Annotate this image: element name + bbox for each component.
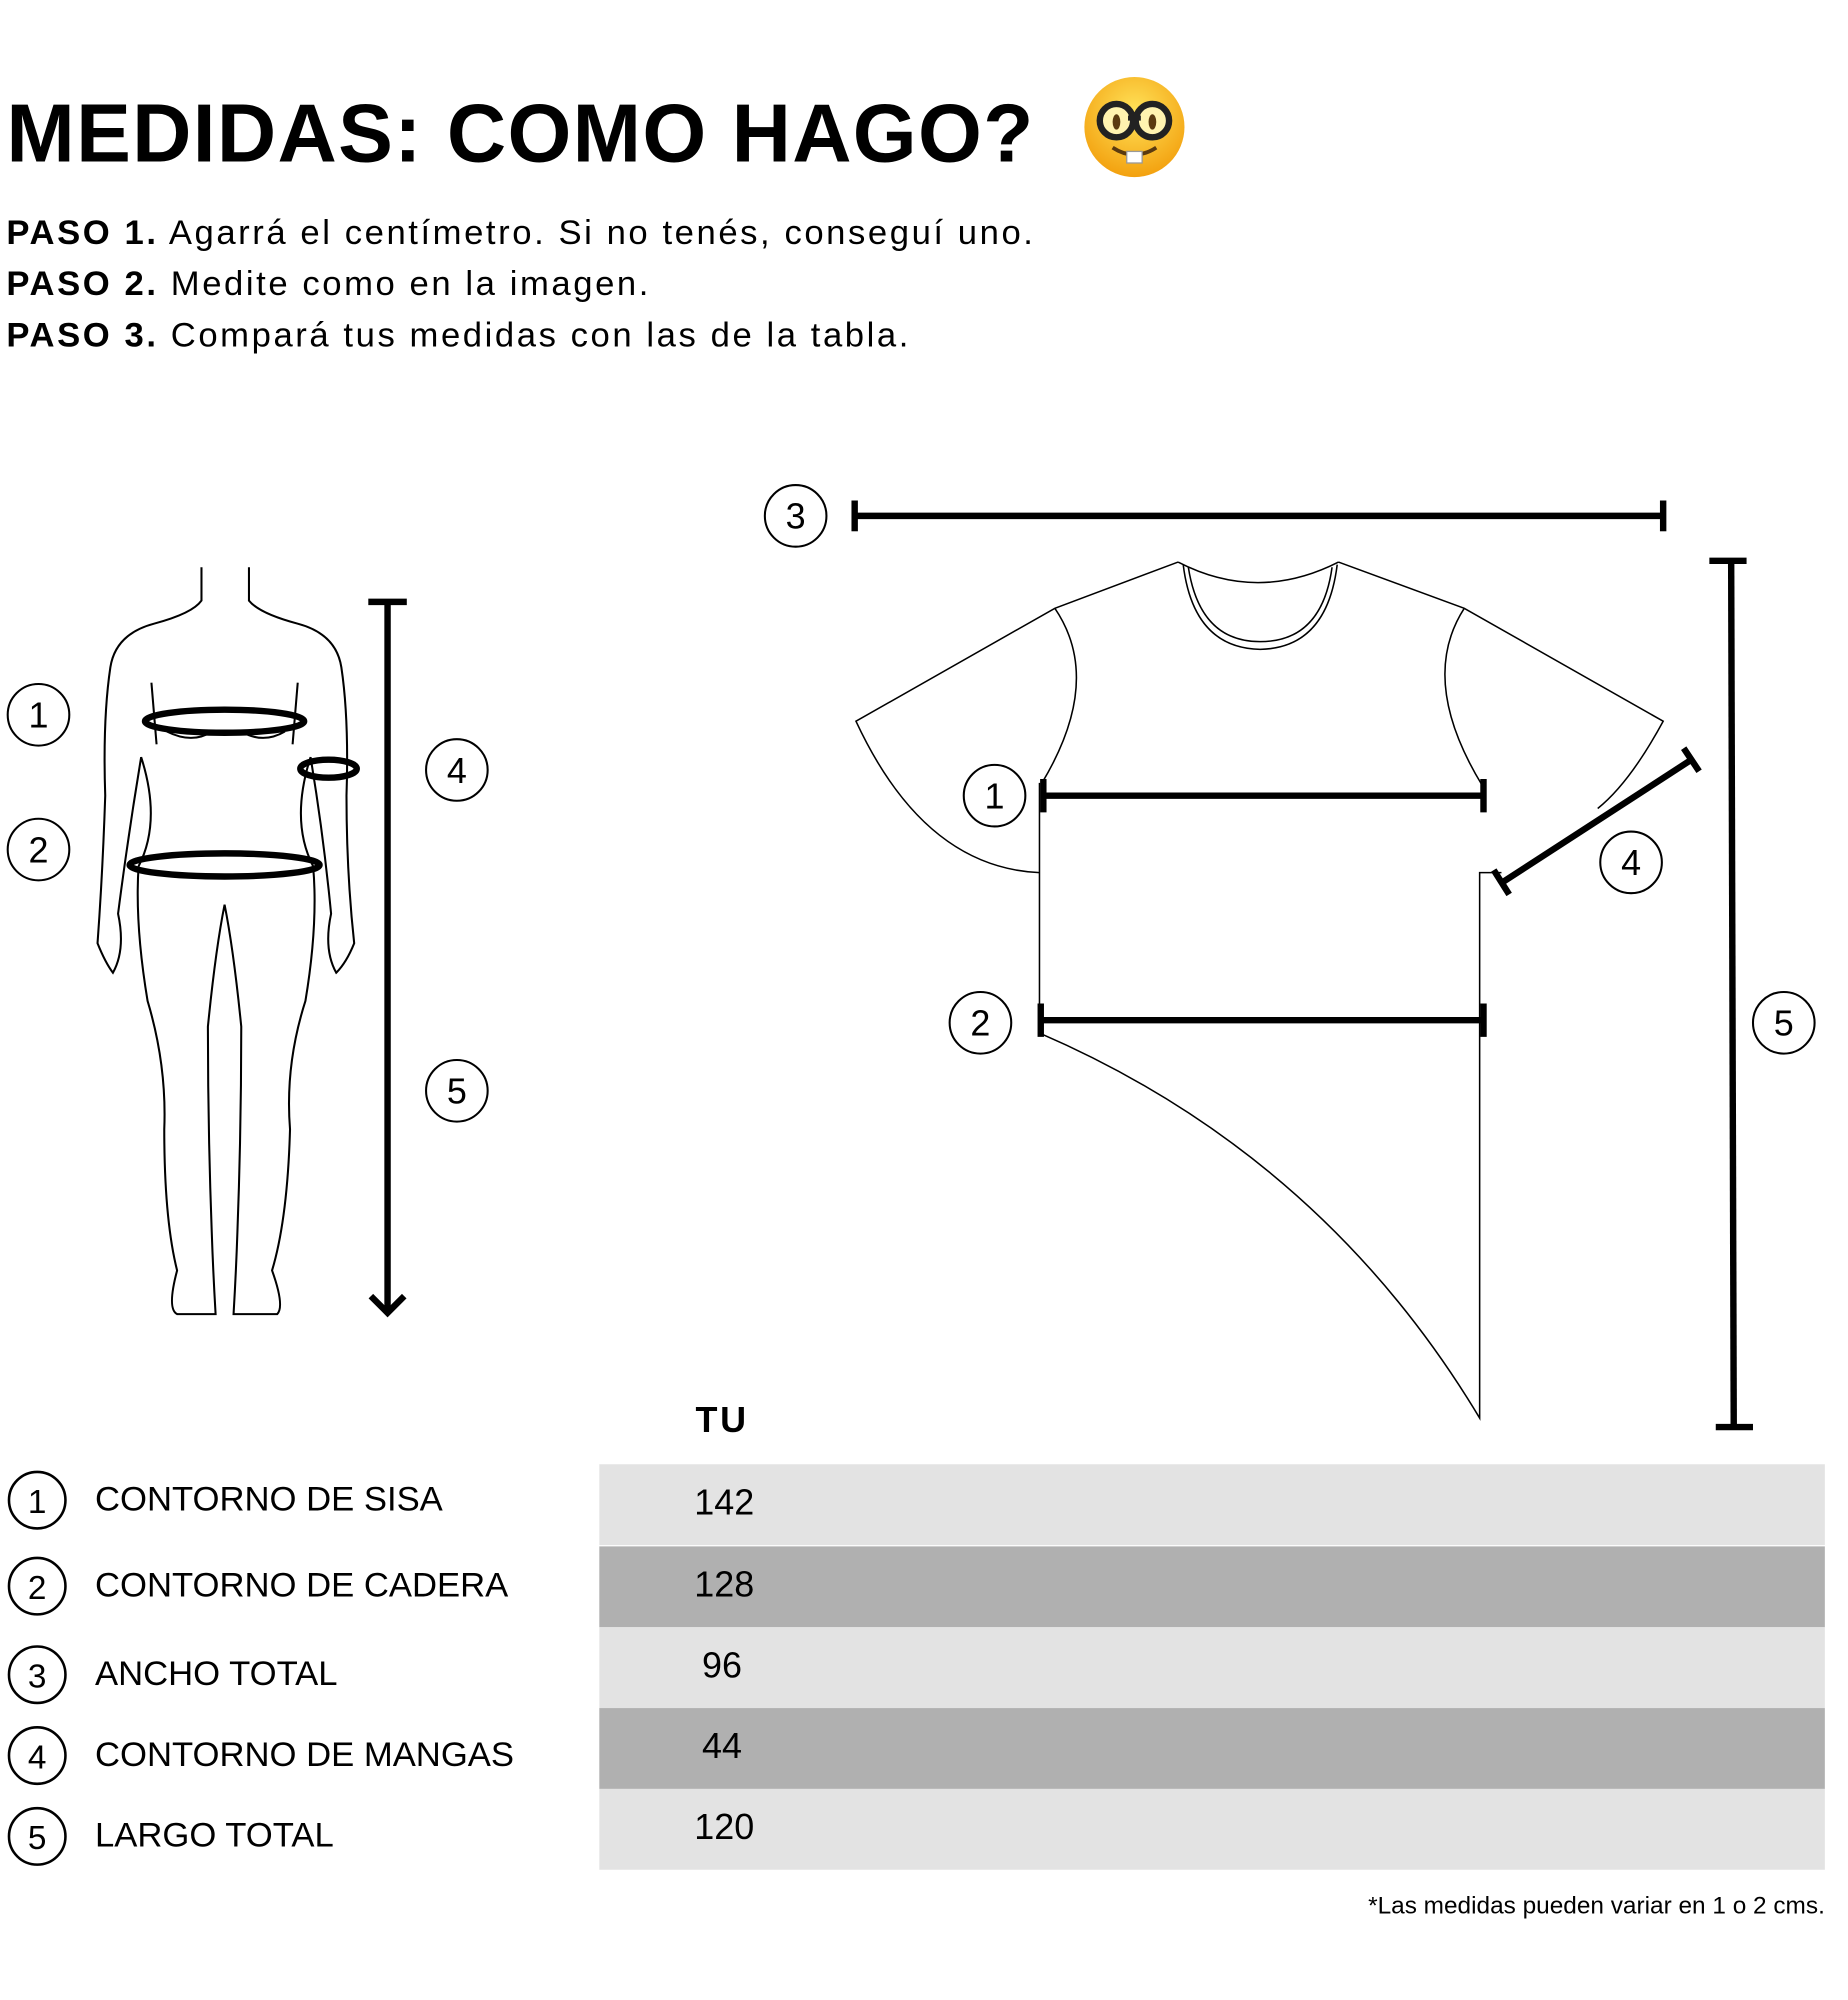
marker-4: 4: [1621, 842, 1641, 883]
row-value: 44: [701, 1726, 742, 1766]
step-text: Agarrá el centímetro. Si no tenés, conse…: [168, 213, 1036, 252]
table-row: 120: [599, 1788, 1825, 1870]
body-figure: [96, 567, 356, 1316]
marker-2: 2: [970, 1003, 990, 1044]
marker-1: 1: [985, 775, 1005, 816]
row-label: LARGO TOTAL: [94, 1815, 334, 1855]
row-label: CONTORNO DE SISA: [94, 1479, 443, 1519]
step-text: Compará tus medidas con las de la tabla.: [170, 315, 911, 355]
row-number: 5: [7, 1806, 67, 1866]
row-number: 2: [7, 1556, 67, 1616]
body-measure-lines: [126, 598, 407, 1318]
size-column-header: TU: [695, 1400, 749, 1440]
step-label: PASO 1.: [6, 213, 159, 252]
step-label: PASO 3.: [6, 315, 159, 355]
page-title: MEDIDAS: COMO HAGO?: [6, 74, 1187, 181]
row-value: 96: [701, 1645, 742, 1685]
step-2: PASO 2. Medite como en la imagen.: [6, 264, 651, 304]
table-row: 142: [599, 1464, 1825, 1546]
marker-4: 4: [447, 750, 467, 791]
title-text: MEDIDAS: COMO HAGO?: [6, 87, 1035, 180]
row-value: 120: [694, 1806, 755, 1847]
marker-5: 5: [1774, 1003, 1794, 1044]
table-row: 128: [599, 1546, 1825, 1628]
shirt-measure-lines: [851, 500, 1753, 1431]
row-number: 3: [7, 1645, 67, 1705]
footnote: *Las medidas pueden variar en 1 o 2 cms.: [1368, 1892, 1825, 1920]
row-number: 4: [7, 1726, 67, 1786]
step-label: PASO 2.: [6, 264, 159, 303]
measurement-diagram: 1 2 4 5 3 5 1 2 4: [6, 484, 1816, 1431]
marker-5: 5: [447, 1071, 467, 1112]
row-label: CONTORNO DE MANGAS: [94, 1735, 515, 1774]
marker-1: 1: [29, 695, 49, 736]
table-row: 96: [599, 1627, 1825, 1709]
marker-3: 3: [786, 496, 806, 537]
marker-circles: [6, 484, 1816, 1123]
row-label: CONTORNO DE CADERA: [94, 1565, 509, 1605]
step-1: PASO 1. Agarrá el centímetro. Si no tené…: [6, 213, 1035, 253]
row-label: ANCHO TOTAL: [94, 1654, 338, 1693]
step-text: Medite como en la imagen.: [170, 264, 651, 303]
row-value: 142: [694, 1482, 755, 1522]
step-3: PASO 3. Compará tus medidas con las de l…: [6, 316, 911, 356]
nerd-face-icon: [1084, 76, 1185, 178]
marker-2: 2: [29, 829, 49, 870]
shirt-outline: [854, 561, 1665, 1421]
table-row: 44: [599, 1708, 1825, 1789]
row-number: 1: [7, 1470, 67, 1530]
row-value: 128: [694, 1564, 755, 1605]
